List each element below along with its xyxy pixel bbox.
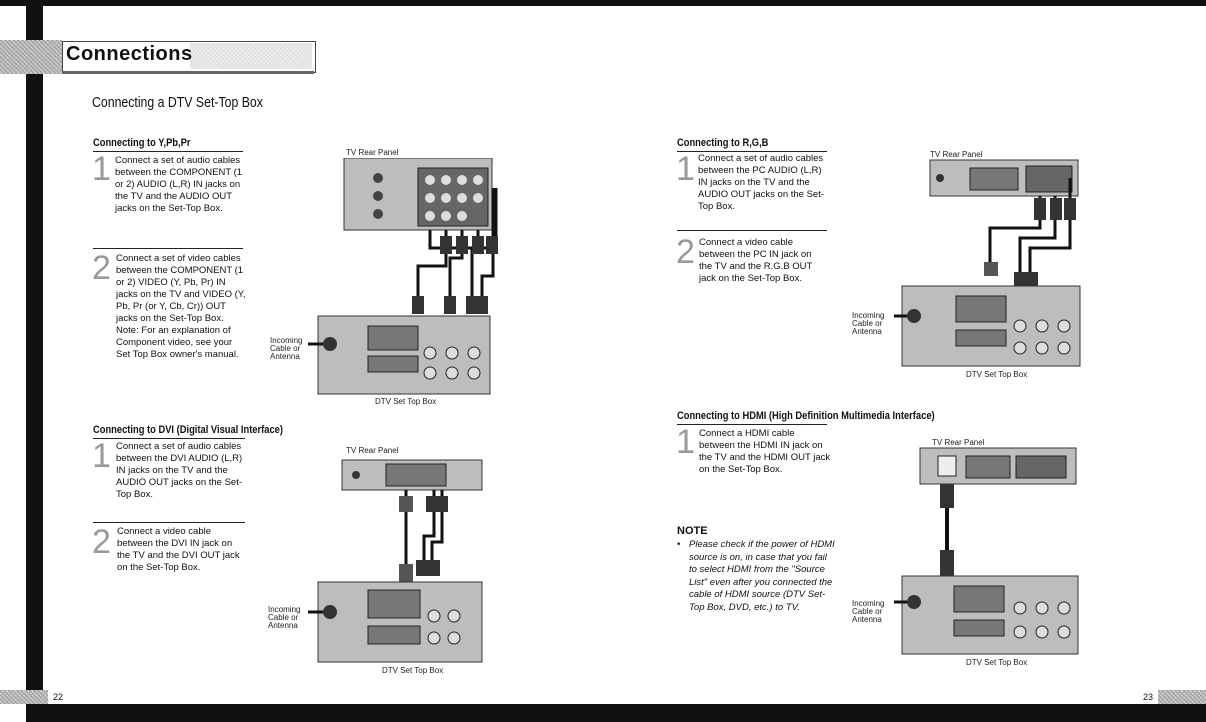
dvi-step1-text: Connect a set of audio cables between th… xyxy=(116,441,243,500)
dvi-box-label: DTV Set Top Box xyxy=(382,666,444,675)
note-text: Please check if the power of HDMI source… xyxy=(689,539,835,613)
dvi-plug-bottom xyxy=(399,564,413,582)
dvi-step2-text: Connect a video cable between the DVI IN… xyxy=(117,526,240,573)
ypbpr-plugs xyxy=(412,236,498,314)
hdmi-step1-number: 1 xyxy=(676,423,695,461)
ypbpr-step2-number: 2 xyxy=(92,249,111,287)
header-dither xyxy=(0,40,62,74)
rgb-rule xyxy=(677,151,827,152)
dvi-tv-label: TV Rear Panel xyxy=(346,446,399,455)
bottom-border xyxy=(26,704,1206,722)
header-tab xyxy=(62,41,316,73)
rgb-step2-rule xyxy=(677,230,827,231)
ypbpr-diagram xyxy=(308,158,498,395)
rgb-box-label: DTV Set Top Box xyxy=(966,370,1028,379)
hdmi-heading: Connecting to HDMI (High Definition Mult… xyxy=(677,410,935,422)
hdmi-step1-text: Connect a HDMI cable between the HDMI IN… xyxy=(699,428,831,475)
header-title: Connections xyxy=(66,43,193,65)
ypbpr-step2-text: Connect a set of video cables between th… xyxy=(116,253,246,360)
ypbpr-rule xyxy=(93,151,243,152)
ypbpr-step2-rule xyxy=(93,248,243,249)
hdmi-plug-bottom xyxy=(940,550,954,576)
page-number-left: 22 xyxy=(50,692,67,702)
right-footer-dither xyxy=(1158,690,1206,704)
dvi-step2-number: 2 xyxy=(92,523,111,561)
ypbpr-step1-number: 1 xyxy=(92,150,111,188)
rgb-diagram xyxy=(894,159,1081,367)
dvi-plug-top xyxy=(399,496,413,512)
antenna-jack xyxy=(323,337,337,351)
rgb-step1-number: 1 xyxy=(676,150,695,188)
tv-jack-group xyxy=(373,167,489,227)
dvi-step2-rule xyxy=(93,522,245,523)
dvi-step1-number: 1 xyxy=(92,437,111,475)
page-number-right: 23 xyxy=(1140,692,1157,702)
hdmi-plug-top xyxy=(940,484,954,508)
rgb-tv-label: TV Rear Panel xyxy=(930,150,983,159)
hdmi-diagram xyxy=(894,447,1079,655)
rgb-step1-text: Connect a set of audio cables between th… xyxy=(698,153,825,212)
ypbpr-step1-text: Connect a set of audio cables between th… xyxy=(115,155,243,214)
dvi-diagram xyxy=(308,459,483,663)
hdmi-rule xyxy=(677,424,827,425)
page-title: Connecting a DTV Set-Top Box xyxy=(92,94,263,111)
hdmi-tv-label: TV Rear Panel xyxy=(932,438,985,447)
top-border xyxy=(0,0,1206,6)
header-underline xyxy=(62,71,314,74)
dvi-heading: Connecting to DVI (Digital Visual Interf… xyxy=(93,424,283,436)
ypbpr-box-label: DTV Set Top Box xyxy=(375,397,437,406)
ypbpr-tv-label: TV Rear Panel xyxy=(346,148,399,157)
left-footer-dither xyxy=(0,690,48,704)
left-border xyxy=(26,0,43,722)
note-bullet: • xyxy=(677,539,681,550)
rgb-heading: Connecting to R,G,B xyxy=(677,137,769,149)
header-tab-shade xyxy=(190,43,312,69)
dvi-rule xyxy=(93,438,245,439)
rgb-step2-text: Connect a video cable between the PC IN … xyxy=(699,237,813,284)
note-heading: NOTE xyxy=(677,525,708,537)
hdmi-box-label: DTV Set Top Box xyxy=(966,658,1028,667)
rgb-step2-number: 2 xyxy=(676,233,695,271)
ypbpr-heading: Connecting to Y,Pb,Pr xyxy=(93,137,191,149)
